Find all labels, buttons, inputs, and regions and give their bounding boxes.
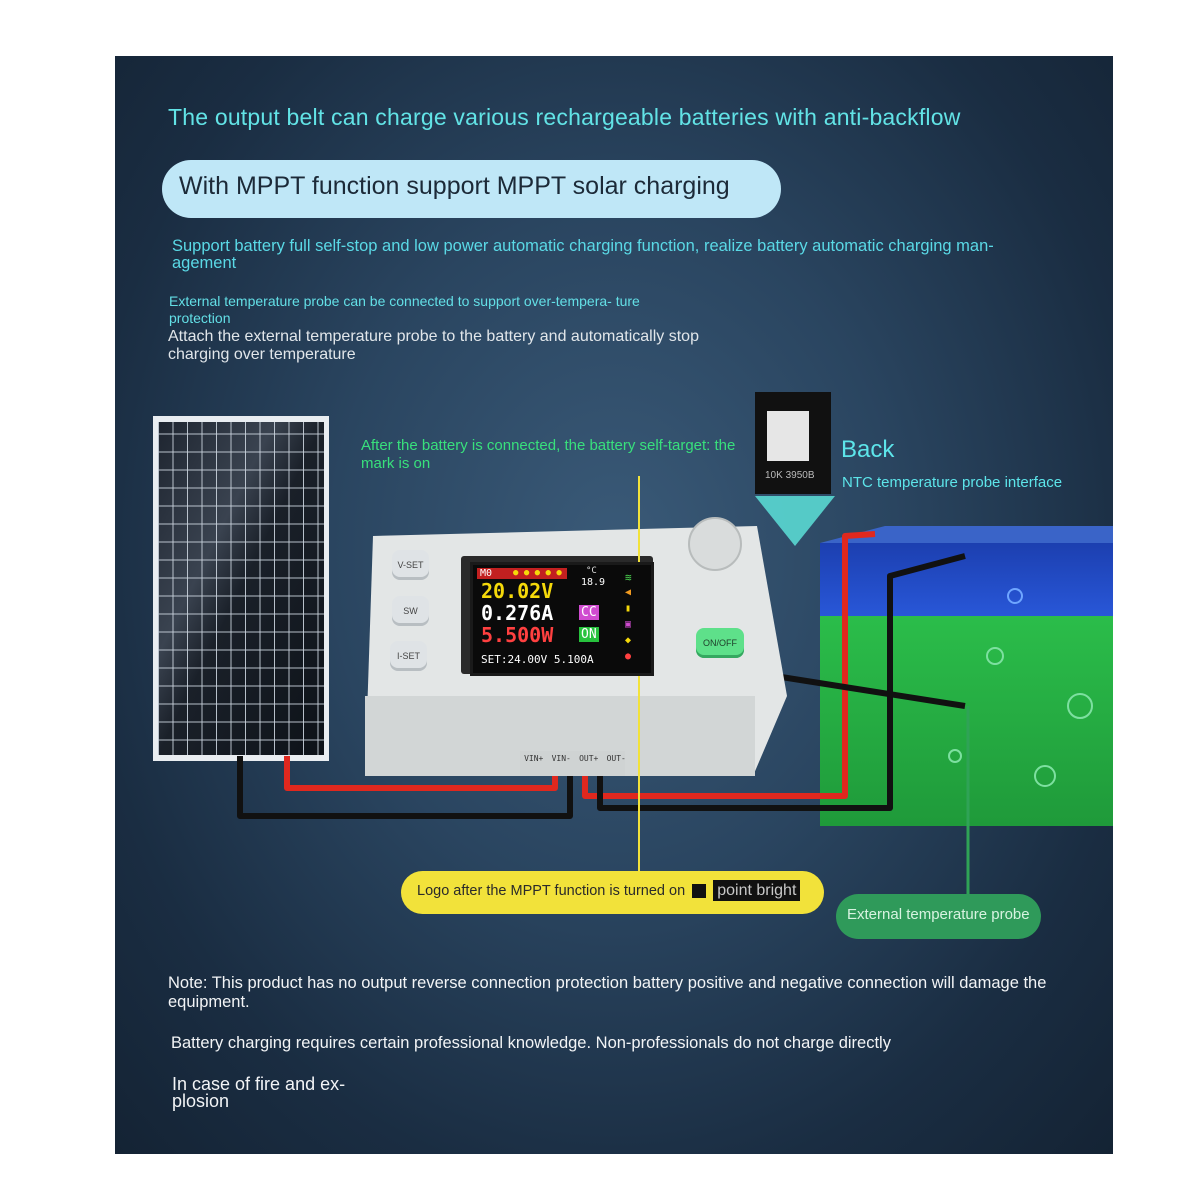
battery-icon: ▮ <box>625 603 632 614</box>
headline: The output belt can charge various recha… <box>168 104 961 130</box>
feature-pill <box>162 160 781 218</box>
lcd-mode: M0 <box>480 568 493 579</box>
product-infographic-panel: The output belt can charge various recha… <box>115 56 1113 1154</box>
lcd-setpoint: SET:24.00V 5.100A <box>481 653 594 666</box>
warning-note-reverse-connection: Note: This product has no output reverse… <box>168 974 1047 1011</box>
probe-connector-callout <box>755 392 835 546</box>
wires <box>237 531 966 819</box>
feature-description-overtemp: Attach the external temperature probe to… <box>168 328 699 363</box>
lcd-temp-unit: °C <box>586 566 597 576</box>
sw-button[interactable]: SW <box>392 596 429 626</box>
back-title: Back <box>841 436 895 463</box>
solar-panel <box>153 416 329 761</box>
mppt-icon: ◆ <box>625 635 632 646</box>
speaker-icon: ◀ <box>625 587 632 598</box>
mppt-icon <box>692 884 707 899</box>
lcd-cc-badge: CC <box>579 605 599 620</box>
lcd-voltage: 20.02V <box>481 579 554 603</box>
lock-icon: ▣ <box>625 619 632 630</box>
lcd-display: M0 ● ● ● ● ● °C 18.9 20.02V 0.276A 5.500… <box>470 562 654 676</box>
v-set-button[interactable]: V-SET <box>392 550 429 580</box>
lcd-on-badge: ON <box>579 627 599 642</box>
battery-connected-callout: After the battery is connected, the batt… <box>361 437 736 472</box>
terminal-out-plus: OUT+ <box>579 754 599 763</box>
terminal-vin-minus: VIN- <box>551 754 571 763</box>
terminal-out-minus: OUT- <box>606 754 626 763</box>
mppt-callout-label: Logo after the MPPT function is turned o… <box>417 883 686 899</box>
terminal-block: VIN+ VIN- OUT+ OUT- <box>520 754 630 763</box>
probe-callout-text: External temperature probe <box>847 906 1030 923</box>
mppt-callout-text: Logo after the MPPT function is turned o… <box>417 880 801 901</box>
on-off-button[interactable]: ON/OFF <box>696 628 744 658</box>
mppt-callout-tail: point bright <box>713 880 801 901</box>
lcd-current: 0.276A <box>481 601 554 625</box>
feature-description-auto-charge: Support battery full self-stop and low p… <box>172 237 994 272</box>
i-set-button[interactable]: I-SET <box>390 641 427 671</box>
lcd-power: 5.500W <box>481 623 554 647</box>
warning-note-professional: Battery charging requires certain profes… <box>171 1034 891 1052</box>
wifi-icon: ≋ <box>625 571 632 584</box>
feature-pill-text: With MPPT function support MPPT solar ch… <box>179 172 730 200</box>
probe-model-label: 10K 3950B <box>765 470 815 481</box>
terminal-vin-plus: VIN+ <box>524 754 544 763</box>
ntc-interface-label: NTC temperature probe interface <box>842 474 1063 491</box>
lcd-temperature: 18.9 <box>581 577 606 588</box>
probe-callout-pill <box>836 894 1041 939</box>
lcd-indicator-dots: ● ● ● ● ● <box>513 568 562 578</box>
feature-description-temp-probe: External temperature probe can be connec… <box>169 293 640 326</box>
warning-note-fire: In case of fire and ex- plosion <box>172 1074 346 1111</box>
alert-icon: ● <box>625 651 632 662</box>
